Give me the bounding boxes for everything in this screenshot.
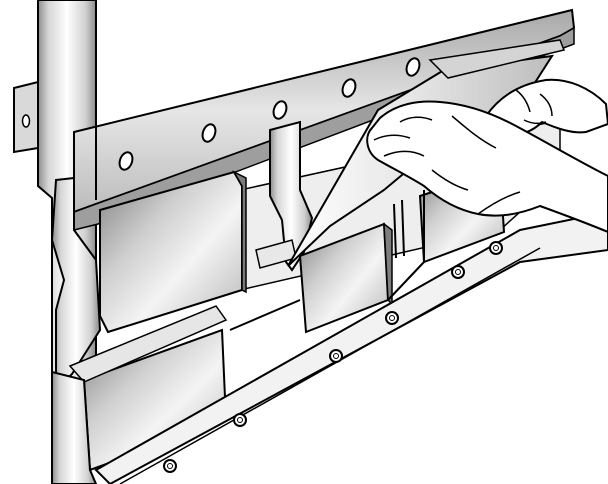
rail-bolt-hole-icon: [201, 123, 217, 143]
outline-accents: [37, 0, 425, 484]
lower-die-blocks: [68, 168, 506, 472]
bed-bolt-icon: [385, 311, 399, 325]
operator-hands: [366, 78, 608, 234]
bed-bolt-icon: [163, 459, 177, 473]
bed-bolt-icon: [489, 241, 503, 255]
rail-bolt-hole-icon: [405, 57, 421, 77]
bed-bolt-icon: [329, 349, 343, 363]
upper-punch-center: [255, 120, 314, 272]
bed-bolt-icon: [233, 413, 247, 427]
bed-bolt-icon: [451, 265, 465, 279]
rail-bolt-hole-icon: [118, 151, 134, 171]
lower-bed-rail: [51, 210, 608, 484]
rail-bolt-hole-icon: [341, 78, 357, 98]
rail-bolt-hole-icon: [272, 100, 288, 120]
